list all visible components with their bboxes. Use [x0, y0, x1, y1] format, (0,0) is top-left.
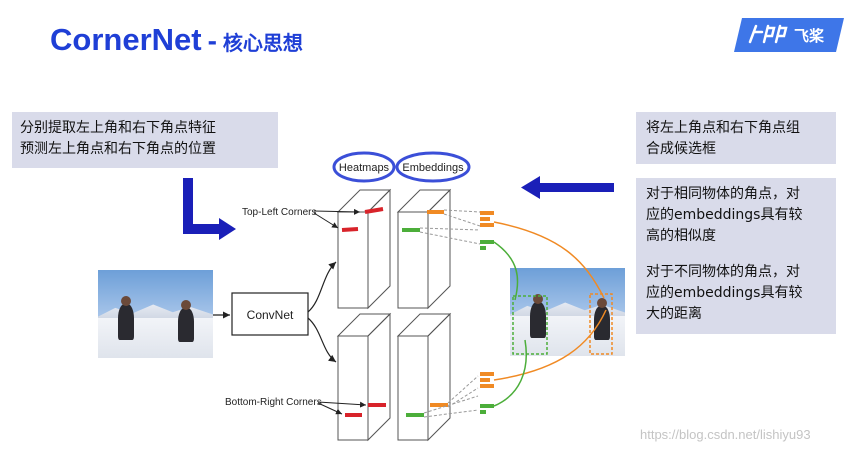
convnet-label: ConvNet — [247, 308, 294, 322]
orange-link-top — [493, 221, 605, 299]
right-bottom-description-box: 对于相同物体的角点，对 应的embeddings具有较 高的相似度 对于不同物体… — [636, 178, 836, 334]
rb-p1-line-2: 应的embeddings具有较 — [646, 207, 803, 223]
bottom-right-pointer-1 — [317, 401, 367, 408]
orange-detection-box — [589, 293, 613, 355]
title-separator: - — [207, 25, 217, 56]
rb-p2-line-3: 大的距离 — [646, 306, 702, 322]
output-photo — [510, 268, 625, 356]
heatmap-mark-red — [341, 227, 359, 232]
left-line-2: 预测左上角点和右下角点的位置 — [20, 141, 216, 157]
rb-p2-line-2: 应的embeddings具有较 — [646, 285, 803, 301]
bottom-heatmap-block — [336, 312, 392, 442]
heatmap-mark-red — [364, 207, 384, 214]
heatmaps-ellipse — [332, 151, 396, 183]
green-link-top — [493, 241, 519, 301]
convnet-to-top-arrow — [307, 261, 337, 313]
title-english: CornerNet — [50, 22, 202, 57]
bottom-embedding-block — [396, 312, 452, 442]
bottom-embedding-stack — [480, 372, 494, 414]
left-line-1: 分别提取左上角和右下角点特征 — [20, 120, 216, 136]
left-arrow — [521, 176, 614, 199]
paddle-logo: 飞桨 — [734, 18, 844, 52]
orange-link-bottom — [493, 309, 607, 381]
top-embedding-stack — [480, 211, 494, 250]
l-arrow — [183, 178, 236, 240]
embeddings-ellipse — [395, 151, 471, 183]
embeddings-label: Embeddings — [402, 162, 464, 174]
input-photo — [98, 270, 213, 358]
top-left-pointer-2 — [313, 212, 339, 229]
right-top-description-box: 将左上角点和右下角点组 合成候选框 — [636, 112, 836, 164]
left-description-box: 分别提取左上角和右下角点特征 预测左上角点和右下角点的位置 — [12, 112, 278, 168]
dashed-connectors — [419, 209, 481, 418]
right-top-line-2: 合成候选框 — [646, 141, 716, 157]
rb-p2-line-1: 对于不同物体的角点，对 — [646, 264, 800, 280]
convnet-box — [231, 292, 309, 336]
page-title: CornerNet-核心思想 — [50, 22, 303, 58]
watermark: https://blog.csdn.net/lishiyu93 — [640, 427, 811, 442]
title-chinese: 核心思想 — [222, 33, 303, 55]
top-embedding-block — [396, 188, 452, 310]
green-detection-box — [512, 295, 548, 355]
bottom-right-corners-label: Bottom-Right Corners — [225, 397, 322, 408]
top-left-corners-label: Top-Left Corners — [242, 207, 316, 218]
rb-p1-line-3: 高的相似度 — [646, 228, 716, 244]
logo-text: 飞桨 — [794, 27, 825, 45]
bottom-right-pointer-2 — [317, 402, 343, 415]
convnet-to-bottom-arrow — [307, 317, 337, 363]
right-top-line-1: 将左上角点和右下角点组 — [646, 120, 800, 136]
top-left-pointer-1 — [313, 208, 361, 215]
heatmaps-label: Heatmaps — [339, 162, 390, 174]
rb-p1-line-1: 对于相同物体的角点，对 — [646, 186, 800, 202]
green-link-bottom — [493, 339, 527, 407]
